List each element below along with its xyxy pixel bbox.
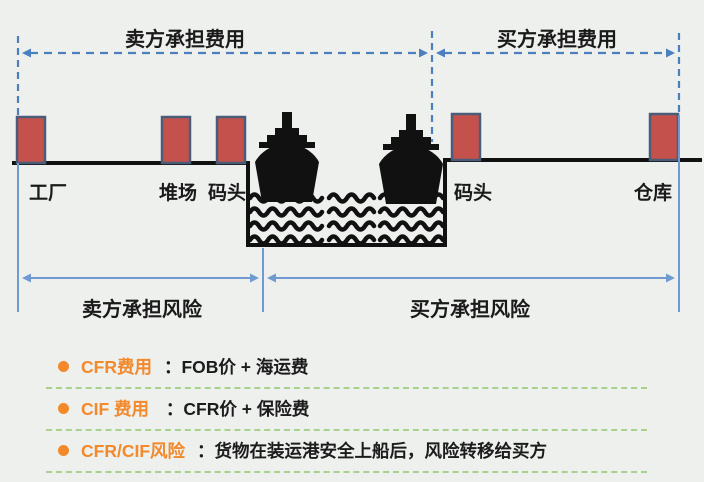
bullet-dot-icon [58,403,69,414]
yard-label: 堆场 [158,183,197,204]
buyer-risk-label: 买方承担风险 [410,299,530,321]
dock-left-label: 码头 [207,183,246,204]
note-row-cfr-cost: CFR费用 ：FOB价 + 海运费 [46,347,647,389]
arrowhead-right-icon [419,48,428,58]
container-icon-warehouse [648,112,680,162]
container-icon-factory [15,115,47,165]
note-desc: ：CFR价 + 保险费 [165,399,310,419]
container-icon-yard [160,115,192,165]
cargo-containers [15,112,680,165]
wave-icon-group [247,192,446,246]
note-term: CFR费用 [81,357,152,377]
note-term: CIF 费用 [81,399,154,419]
arrowhead-right-icon [250,273,259,283]
note-desc: ：货物在装运港安全上船后，风险转移给买方 [197,441,548,461]
ship-icon-destination-port [379,114,443,204]
arrowhead-left-icon [436,48,445,58]
quay-ground-line [12,158,702,247]
arrowhead-right-icon [666,48,675,58]
container-icon-dock-left [215,115,247,165]
buyer-costs-label: 买方承担费用 [497,29,617,51]
seller-risk-label: 卖方承担风险 [82,299,202,321]
cost-extent-arrows [16,31,681,142]
arrowhead-left-icon [22,273,31,283]
arrowhead-right-icon [666,273,675,283]
factory-label: 工厂 [28,183,67,204]
dock-right-label: 码头 [453,183,492,204]
note-term: CFR/CIF风险 [81,441,186,461]
arrowhead-left-icon [267,273,276,283]
warehouse-label: 仓库 [633,183,672,204]
note-row-cif-cost: CIF 费用 ：CFR价 + 保险费 [46,389,647,431]
arrowhead-left-icon [22,48,31,58]
container-icon-dock-right [450,112,482,162]
ship-icon-loading-port [255,112,319,202]
bullet-dot-icon [58,445,69,456]
seller-costs-label: 卖方承担费用 [125,29,245,51]
risk-extent-arrows [17,115,680,312]
note-row-cfr-cif-risk: CFR/CIF风险 ：货物在装运港安全上船后，风险转移给买方 [46,431,647,473]
note-desc: ：FOB价 + 海运费 [163,357,309,377]
bullet-dot-icon [58,361,69,372]
notes-list: CFR费用 ：FOB价 + 海运费 CIF 费用 ：CFR价 + 保险费 CFR/… [46,347,647,473]
